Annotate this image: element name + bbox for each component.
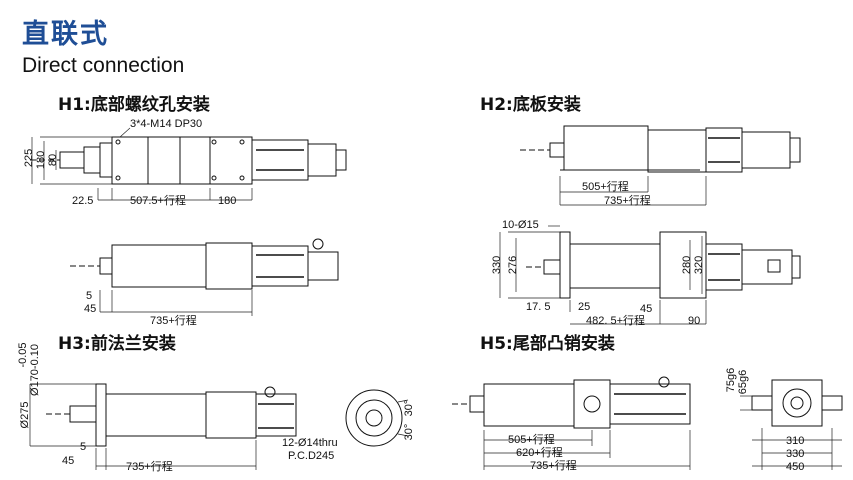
dim-80: 80 <box>47 154 59 166</box>
dim-65g6: 65g6 <box>737 370 749 394</box>
dim-75g6: 75g6 <box>725 368 737 392</box>
dim-507-5: 507.5+行程 <box>130 194 186 207</box>
page-subtitle: Direct connection <box>22 54 185 77</box>
dim-22-5: 22.5 <box>72 195 93 207</box>
dim-45: 45 <box>84 303 96 315</box>
h2-side-drawing <box>499 225 801 325</box>
dim-735-h3: 735+行程 <box>126 460 173 473</box>
dim-225: 225 <box>23 149 35 167</box>
h3-drawing <box>29 383 409 470</box>
dim-170: Ø170-0.10 <box>29 344 41 396</box>
dim-505: 505+行程 <box>582 180 629 193</box>
dim-tol-upper: -0.05 <box>17 342 29 367</box>
h5-drawing <box>452 376 843 470</box>
dim-pcd: P.C.D245 <box>288 450 334 462</box>
section-h2-title: H2:底板安装 <box>480 95 581 115</box>
dim-620-h5: 620+行程 <box>516 446 563 459</box>
dim-thread: 3*4-M14 DP30 <box>130 118 202 130</box>
dim-holes-h2: 10-Ø15 <box>502 219 539 231</box>
dim-17-5: 17. 5 <box>526 301 550 313</box>
dim-482-5: 482. 5+行程 <box>586 314 645 327</box>
dim-30-lower: 30° <box>403 424 415 441</box>
dim-180-vertical: 180 <box>35 151 47 169</box>
dim-330-h5: 330 <box>786 448 804 460</box>
dim-holes-h3: 12-Ø14thru <box>282 437 338 449</box>
dim-30-upper: 30° <box>403 400 415 417</box>
page-title: 直联式 <box>22 19 109 50</box>
dim-45-h2: 45 <box>640 303 652 315</box>
dim-310: 310 <box>786 435 804 447</box>
dim-320: 320 <box>693 256 705 274</box>
dim-735: 735+行程 <box>150 314 197 327</box>
h1-cylinder-drawing <box>30 127 347 201</box>
dim-280: 280 <box>681 256 693 274</box>
dim-180: 180 <box>218 195 236 207</box>
dim-735-h2: 735+行程 <box>604 194 651 207</box>
dim-330: 330 <box>491 256 503 274</box>
dim-25: 25 <box>578 301 590 313</box>
dim-735-h5: 735+行程 <box>530 459 577 472</box>
dim-450: 450 <box>786 461 804 473</box>
section-h5-title: H5:尾部凸销安装 <box>480 334 615 354</box>
dim-275: Ø275 <box>19 402 31 429</box>
h1-side-drawing <box>70 238 339 316</box>
section-h1-title: H1:底部螺纹孔安装 <box>58 95 210 115</box>
dim-5: 5 <box>86 290 92 302</box>
dim-505-h5: 505+行程 <box>508 433 555 446</box>
dim-276: 276 <box>507 256 519 274</box>
dim-90: 90 <box>688 315 700 327</box>
dim-5-h3: 5 <box>80 441 86 453</box>
dim-45-h3: 45 <box>62 455 74 467</box>
section-h3-title: H3:前法兰安装 <box>58 334 176 354</box>
h2-top-drawing <box>520 125 801 206</box>
